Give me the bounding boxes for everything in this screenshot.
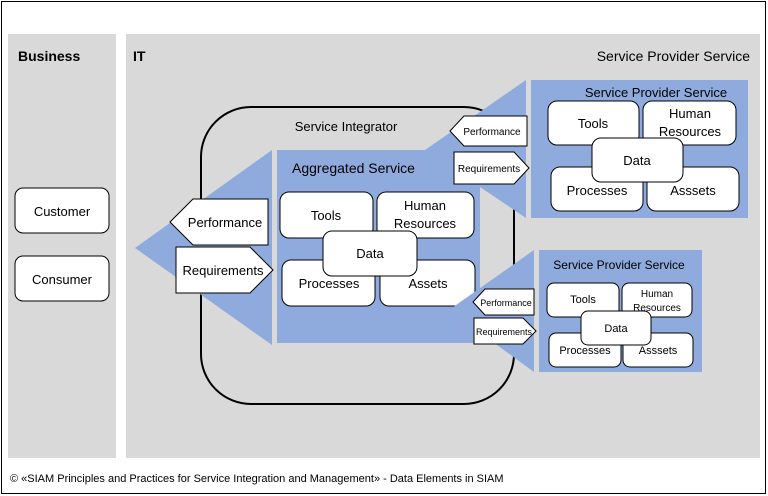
bottom-performance-arrow [472,288,535,316]
top-assets-label: Asssets [670,183,716,198]
top-requirements-label: Requirements [458,164,520,175]
bottom-processes-label: Processes [559,345,611,357]
agg-assets-label: Assets [408,276,448,291]
agg-human-resources-box [376,191,475,239]
integrator-requirements-arrow [175,246,274,294]
top-human-resources-box [642,100,737,146]
agg-data-label: Data [356,246,384,261]
top-processes-label: Processes [567,183,628,198]
agg-human-label: Human [404,198,446,213]
integrator-requirements-label: Requirements [183,263,264,278]
aggregated-service-title: Aggregated Service [292,160,415,176]
bottom-tools-label: Tools [570,294,596,306]
service-integrator-title: Service Integrator [295,119,398,134]
integrator-performance-label: Performance [188,215,262,230]
customer-label: Customer [34,204,91,219]
agg-data-box [322,230,418,277]
agg-tools-label: Tools [311,208,342,223]
it-title: IT [133,48,146,64]
business-title: Business [18,48,80,64]
integrator-performance-arrow [169,198,269,246]
figure-caption: © «SIAM Principles and Practices for Ser… [10,473,504,485]
bottom-resources-label: Resources [633,303,681,314]
top-performance-label: Performance [463,127,521,138]
top-data-label: Data [623,153,651,168]
top-resources-label: Resources [659,124,722,139]
bottom-assets-label: Asssets [639,345,678,357]
consumer-box [14,255,110,302]
top-human-label: Human [669,106,711,121]
customer-box [14,187,110,234]
it-corner-label: Service Provider Service [597,48,750,64]
bottom-requirements-arrow [473,317,537,345]
top-performance-arrow [449,115,528,147]
provider-top-title: Service Provider Service [585,85,727,100]
agg-resources-label: Resources [394,216,457,231]
consumer-label: Consumer [32,272,93,287]
bottom-requirements-label: Requirements [476,327,533,337]
bottom-data-box [580,310,652,346]
bottom-human-resources-box [621,282,693,318]
top-requirements-arrow [453,151,530,185]
bottom-human-label: Human [641,289,673,300]
business-panel [8,34,116,458]
agg-processes-label: Processes [299,276,360,291]
bottom-data-label: Data [604,323,628,335]
bottom-performance-label: Performance [480,298,532,308]
top-data-box [591,137,684,183]
top-tools-label: Tools [578,116,609,131]
provider-bottom-title: Service Provider Service [553,258,685,272]
